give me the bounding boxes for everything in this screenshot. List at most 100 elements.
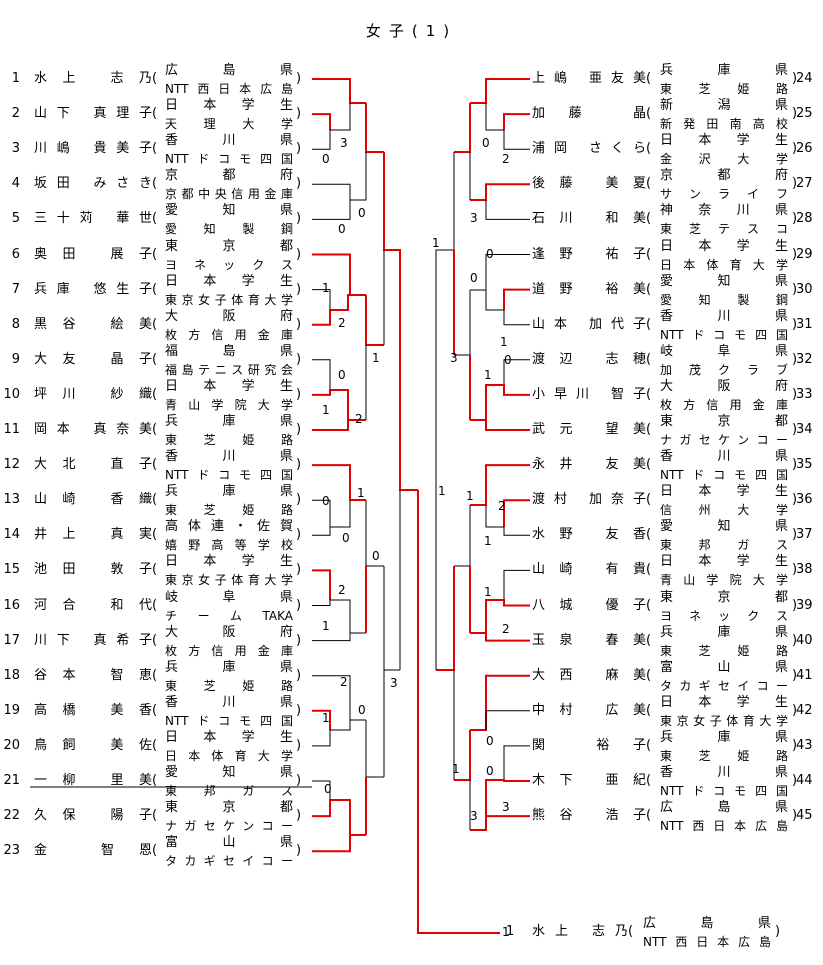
bracket-line <box>350 152 367 201</box>
entry-number: 40 <box>796 632 813 648</box>
affiliation: NTTドコモ四国 <box>165 152 293 167</box>
prefecture: 香川県 <box>660 449 788 465</box>
player-name: 石川 和美 <box>532 211 646 227</box>
open-paren: ( <box>646 597 652 613</box>
entry-right-33: 小早川 智子(大阪府枚方信用金庫)33 <box>532 378 822 415</box>
affiliation: NTTドコモ四国 <box>165 468 293 483</box>
match-score: 2 <box>502 152 510 166</box>
open-paren: ( <box>152 422 158 437</box>
entry-right-24: 上嶋 亜友美(兵庫県東芝姫路)24 <box>532 62 822 99</box>
affiliation: 愛知製鋼 <box>660 292 788 307</box>
prefecture: 香川県 <box>165 449 293 465</box>
prefecture: 兵庫県 <box>165 659 293 675</box>
prefecture: 東京都 <box>660 414 788 429</box>
bracket-line <box>365 720 384 778</box>
close-paren: ) <box>296 632 302 648</box>
open-paren: ( <box>152 773 158 788</box>
affiliation: 加茂クラブ <box>660 362 788 377</box>
entry-number: 12 <box>3 457 20 473</box>
close-paren: ) <box>792 527 798 543</box>
prefecture: 兵庫県 <box>660 63 788 78</box>
player-name: 一柳 里美 <box>34 773 152 788</box>
bracket-line <box>312 253 351 295</box>
open-paren: ( <box>152 492 158 508</box>
bracket-line <box>312 599 351 633</box>
bracket-line <box>454 290 471 356</box>
match-score: 3 <box>470 211 478 225</box>
open-paren: ( <box>152 527 158 543</box>
entry-number: 21 <box>3 773 20 788</box>
entry-number: 5 <box>11 211 20 227</box>
prefecture: 大阪府 <box>165 624 293 640</box>
player-name: 八城 優子 <box>532 597 646 613</box>
close-paren: ) <box>792 457 798 473</box>
bracket-line <box>312 632 366 642</box>
open-paren: ( <box>646 737 652 753</box>
bracket-line <box>503 499 530 527</box>
close-paren: ) <box>296 211 302 227</box>
match-score: 2 <box>502 622 510 636</box>
match-score: 1 <box>357 486 365 500</box>
close-paren: ) <box>296 422 302 437</box>
prefecture: 富山県 <box>165 835 293 851</box>
player-name: 逢野 祐子 <box>532 246 646 262</box>
player-name: 玉泉 春美 <box>532 632 646 648</box>
match-score: 2 <box>340 675 348 689</box>
bracket-line <box>312 113 331 130</box>
open-paren: ( <box>152 843 158 859</box>
affiliation: NTTドコモ四国 <box>165 713 293 728</box>
bracket-line <box>312 499 331 527</box>
prefecture: 兵庫県 <box>165 484 293 500</box>
close-paren: ) <box>296 281 302 297</box>
affiliation: タカギセイコー <box>165 854 293 869</box>
player-name: 池田 敦子 <box>34 562 152 578</box>
open-paren: ( <box>152 562 158 578</box>
close-paren: ) <box>296 843 302 859</box>
close-paren: ) <box>792 141 798 157</box>
open-paren: ( <box>646 246 652 262</box>
close-paren: ) <box>296 141 302 157</box>
match-score: 1 <box>484 585 492 599</box>
match-score: 1 <box>484 534 492 548</box>
entry-number: 13 <box>3 492 20 508</box>
player-name: 大西 麻美 <box>532 667 646 683</box>
entry-number: 25 <box>796 106 813 122</box>
bracket-line <box>470 632 530 642</box>
close-paren: ) <box>792 246 798 262</box>
open-paren: ( <box>646 702 652 718</box>
open-paren: ( <box>646 316 652 332</box>
affiliation: 愛知製鋼 <box>165 222 293 237</box>
affiliation: NTT西日本広島 <box>165 82 293 96</box>
close-paren: ) <box>792 702 798 718</box>
close-paren: ) <box>792 316 798 332</box>
open-paren: ( <box>152 246 158 262</box>
affiliation: 東芝姫路 <box>660 643 788 658</box>
affiliation: ナガセケンコー <box>660 433 788 447</box>
match-score: 0 <box>486 734 494 748</box>
match-score: 1 <box>500 335 508 349</box>
open-paren: ( <box>646 808 652 824</box>
bracket-line <box>470 419 530 431</box>
bracket-line <box>503 359 530 385</box>
open-paren: ( <box>152 457 158 473</box>
affiliation: 信州大学 <box>660 503 788 518</box>
match-score: 1 <box>322 711 330 725</box>
close-paren: ) <box>296 667 302 683</box>
prefecture: 日本学生 <box>660 238 788 254</box>
prefecture: 愛知県 <box>660 273 788 289</box>
close-paren: ) <box>792 281 798 297</box>
match-score: 0 <box>486 764 494 778</box>
bracket-line <box>312 834 366 853</box>
entry-number: 27 <box>796 176 813 192</box>
open-paren: ( <box>646 281 652 297</box>
open-paren: ( <box>152 211 158 227</box>
player-name: 山崎 香織 <box>34 492 152 508</box>
bracket-line <box>312 78 366 104</box>
open-paren: ( <box>646 106 652 122</box>
